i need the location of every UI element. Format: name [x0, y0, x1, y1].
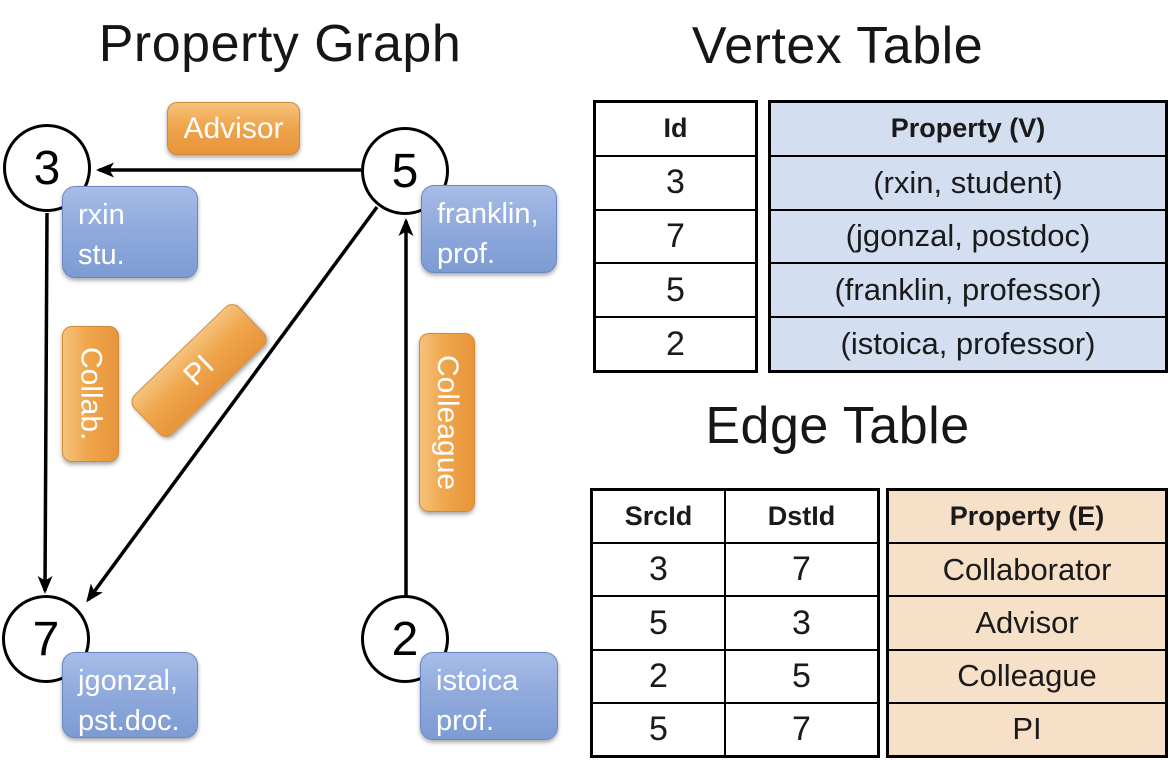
table-row: 5 7 [593, 701, 877, 756]
table-row: 7 [596, 208, 755, 263]
table-row: 3 [596, 154, 755, 209]
edge-src-cell: 3 [649, 550, 668, 589]
table-row: (jgonzal, postdoc) [771, 208, 1165, 263]
edge-table-id-columns: SrcId DstId 3 7 5 3 2 5 5 7 [590, 488, 880, 758]
edge-src-cell: 5 [649, 709, 668, 748]
vertex-table-id-header: Id [663, 113, 688, 144]
edge-dst-cell: 7 [724, 703, 877, 756]
node-id-label: 7 [32, 612, 60, 666]
vertex-prop-line: prof. [437, 238, 496, 271]
vertex-table-property-column: Property (V) (rxin, student) (jgonzal, p… [768, 100, 1168, 373]
vertex-prop-line: prof. [436, 705, 495, 738]
table-row: 3 7 [593, 542, 877, 596]
node-id-label: 2 [391, 612, 419, 666]
edge-label-collab: Collab. [62, 326, 119, 462]
edge-label-colleague: Colleague [419, 333, 475, 512]
property-graph-title: Property Graph [98, 15, 462, 73]
vertex-prop-line: franklin, [437, 198, 539, 230]
node-id-label: 3 [33, 141, 61, 195]
vertex-property-cell: (istoica, professor) [771, 318, 1165, 370]
edge-property-cell: Colleague [889, 650, 1165, 702]
vertex-prop-box-franklin: franklin, prof. [421, 185, 557, 273]
table-row: 2 [596, 316, 755, 370]
graph-node-2: 2 [361, 595, 449, 683]
vertex-id-cell: 7 [666, 216, 685, 255]
vertex-prop-line: istoica [436, 665, 519, 697]
vertex-property-cell: (franklin, professor) [771, 264, 1165, 317]
edge-src-cell: 2 [649, 656, 668, 695]
edge-src-cell: 5 [649, 603, 668, 642]
edge-property-cell: Collaborator [889, 544, 1165, 596]
table-row: (istoica, professor) [771, 316, 1165, 370]
vertex-prop-line: jgonzal, [78, 665, 178, 697]
table-row: 5 3 [593, 595, 877, 649]
edge-table-property-column: Property (E) Collaborator Advisor Collea… [886, 488, 1168, 758]
edge-arrow-collab-3-to-7 [37, 212, 53, 594]
edge-dst-cell: 7 [724, 544, 877, 596]
edge-label-advisor: Advisor [167, 102, 300, 155]
vertex-prop-box-istoica: istoica prof. [420, 652, 558, 740]
vertex-prop-box-jgonzal: jgonzal, pst.doc. [62, 652, 198, 738]
edge-property-cell: PI [889, 703, 1165, 756]
edge-dst-cell: 5 [724, 650, 877, 702]
edge-arrow-pi-5-to-7 [86, 205, 379, 603]
edge-table-property-header: Property (E) [889, 491, 1165, 543]
edge-dst-cell: 3 [724, 597, 877, 649]
vertex-property-cell: (jgonzal, postdoc) [771, 210, 1165, 263]
edge-table-src-header: SrcId [624, 501, 693, 532]
vertex-id-cell: 2 [666, 324, 685, 363]
graph-node-5: 5 [361, 127, 449, 215]
edge-table-dst-header: DstId [724, 491, 877, 543]
vertex-prop-box-rxin: rxin stu. [62, 186, 198, 278]
table-row: PI [889, 701, 1165, 756]
vertex-table-id-column: Id 3 7 5 2 [593, 100, 758, 373]
table-row: Colleague [889, 648, 1165, 702]
vertex-table-property-header: Property (V) [771, 103, 1165, 155]
table-row: (franklin, professor) [771, 262, 1165, 317]
vertex-id-cell: 3 [666, 163, 685, 202]
node-id-label: 5 [391, 144, 419, 198]
vertex-prop-line: rxin [78, 199, 125, 231]
vertex-prop-line: pst.doc. [78, 705, 180, 738]
table-row: Collaborator [889, 542, 1165, 596]
table-row: 5 [596, 262, 755, 316]
graph-edges-canvas [37, 162, 414, 603]
table-row: 2 5 [593, 648, 877, 702]
vertex-table-title: Vertex Table [691, 17, 984, 75]
edge-table-title: Edge Table [705, 397, 970, 455]
edge-property-cell: Advisor [889, 597, 1165, 649]
table-row: (rxin, student) [771, 154, 1165, 209]
table-row: Advisor [889, 595, 1165, 649]
vertex-property-cell: (rxin, student) [771, 156, 1165, 209]
vertex-prop-line: stu. [78, 239, 125, 272]
vertex-id-cell: 5 [666, 270, 685, 309]
